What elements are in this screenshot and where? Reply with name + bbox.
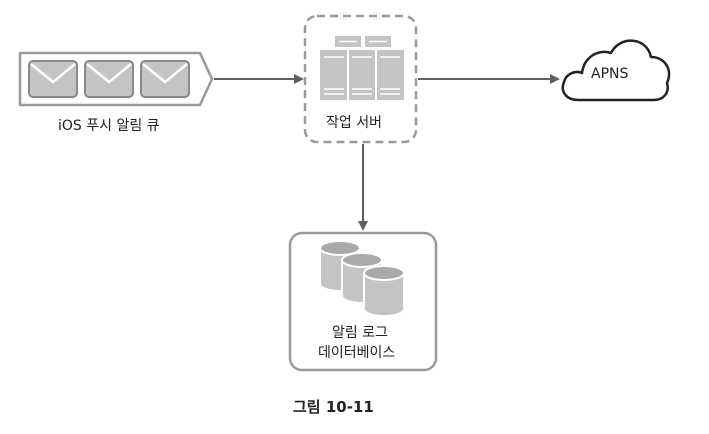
figure-caption: 그림 10-11 — [293, 398, 374, 416]
queue-label: iOS 푸시 알림 큐 — [58, 118, 160, 134]
database-icon — [319, 240, 405, 317]
envelope-icon — [84, 60, 134, 98]
queue-icon — [18, 51, 214, 107]
cloud-icon — [561, 39, 671, 102]
server-icon — [320, 36, 404, 100]
envelope-icon — [140, 60, 190, 98]
db-label-line2: 데이터베이스 — [318, 345, 396, 361]
apns-label: APNS — [591, 66, 629, 82]
db-label-line1: 알림 로그 — [332, 325, 388, 341]
worker-label: 작업 서버 — [326, 115, 382, 131]
envelope-icon — [28, 60, 78, 98]
